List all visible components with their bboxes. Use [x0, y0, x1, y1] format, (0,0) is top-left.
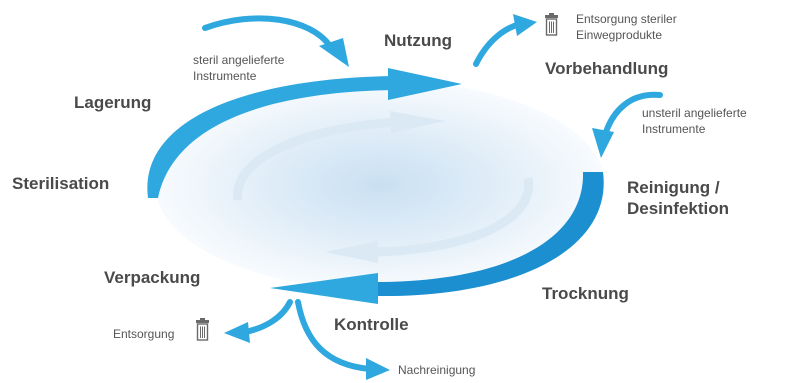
note-entsorgung-steril-line1: Entsorgung steriler [576, 12, 677, 26]
steril-input-arrowhead [319, 38, 349, 67]
unsteril-input-arrowhead [592, 128, 614, 158]
stage-reinigung-line2: Desinfektion [627, 199, 730, 218]
stage-verpackung: Verpackung [104, 268, 201, 287]
cycle-disc [155, 80, 605, 290]
note-unsteril-line2: Instrumente [642, 122, 706, 136]
stage-vorbehandlung: Vorbehandlung [545, 59, 669, 78]
note-steril-line1: steril angelieferte [193, 53, 285, 67]
inner-cycle-arrow-bottom [371, 177, 534, 257]
inner-cycle-arrowhead-bottom [325, 241, 378, 263]
cycle-arrow-top [147, 76, 395, 198]
note-nachreinigung: Nachreinigung [398, 363, 476, 377]
trash-bin-icon [196, 318, 209, 341]
inner-cycle-arrow-top [233, 117, 399, 201]
stage-trocknung: Trocknung [542, 284, 629, 303]
note-steril-angelieferte: steril angelieferte Instrumente [193, 52, 284, 84]
nachreinigung-arrow [295, 299, 373, 372]
note-unsteril-angelieferte: unsteril angelieferte Instrumente [642, 105, 747, 137]
note-steril-line2: Instrumente [193, 69, 257, 83]
stage-kontrolle: Kontrolle [334, 315, 409, 334]
note-entsorgung-steril-line2: Einwegprodukte [576, 28, 663, 42]
cycle-arrowhead-bottom [270, 273, 378, 304]
stage-reinigung-line1: Reinigung / [627, 178, 720, 197]
inner-cycle-arrowhead-top [390, 111, 445, 133]
stage-nutzung: Nutzung [384, 31, 452, 50]
note-entsorgung-steriler: Entsorgung steriler Einwegprodukte [576, 11, 677, 43]
entsorgung-steril-arrowhead [513, 14, 537, 36]
stage-lagerung: Lagerung [74, 93, 152, 112]
steril-input-arrow [202, 15, 333, 49]
cycle-arrowhead-top [388, 68, 462, 100]
nachreinigung-arrowhead [366, 358, 390, 380]
entsorgung-steril-arrow [473, 21, 523, 67]
stage-sterilisation: Sterilisation [12, 174, 110, 193]
stage-reinigung-desinfektion: Reinigung / Desinfektion [627, 177, 729, 219]
note-entsorgung: Entsorgung [113, 327, 175, 341]
cycle-arrow-bottom [375, 172, 604, 297]
trash-bin-icon [545, 13, 558, 36]
unsteril-input-arrow [602, 91, 663, 138]
entsorgung-arrowhead [224, 322, 250, 343]
note-unsteril-line1: unsteril angelieferte [642, 106, 747, 120]
entsorgung-arrow [242, 299, 293, 335]
